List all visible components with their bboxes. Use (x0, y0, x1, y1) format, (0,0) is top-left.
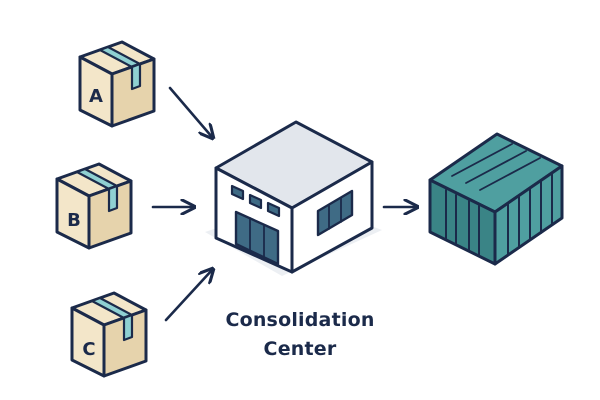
arrow-c-to-center-icon (164, 270, 212, 322)
package-c-icon: C (70, 291, 148, 378)
package-a-icon: A (78, 40, 156, 128)
shipping-container-icon (428, 132, 564, 266)
center-label-line1: Consolidation (225, 309, 374, 331)
package-a-label: A (89, 86, 103, 107)
warehouse-icon (205, 120, 382, 276)
center-label-line2: Center (264, 338, 337, 360)
package-b-icon: B (55, 162, 133, 250)
package-b-label: B (67, 210, 81, 231)
package-c-label: C (82, 339, 95, 360)
arrow-a-to-center-icon (168, 86, 212, 137)
